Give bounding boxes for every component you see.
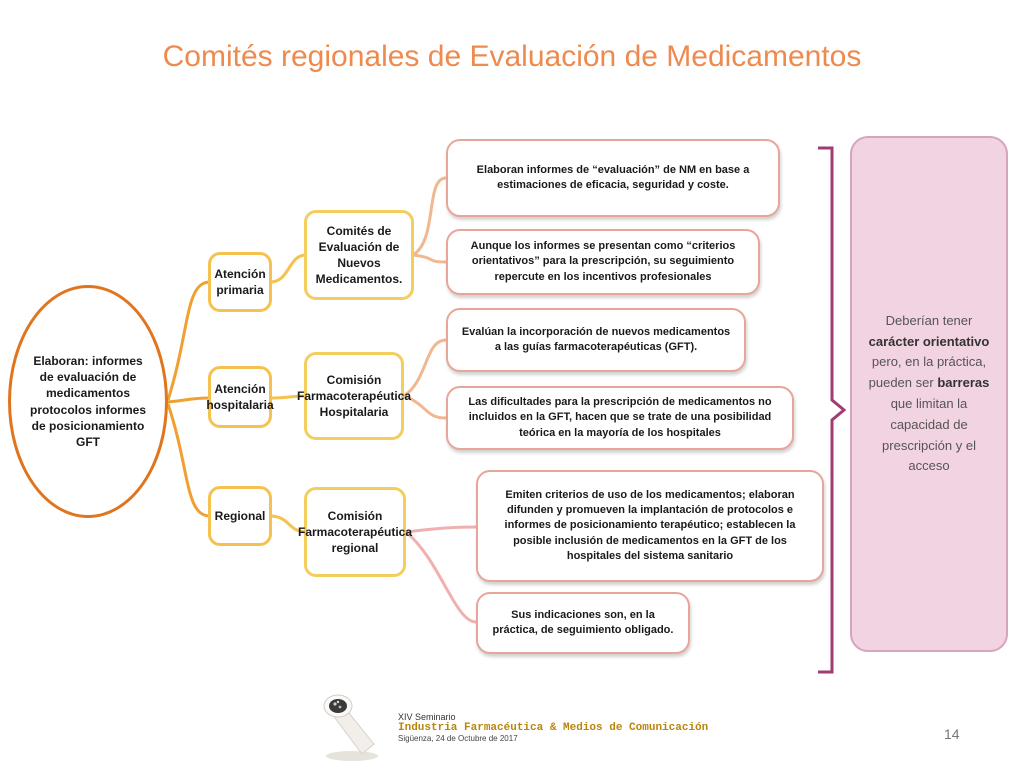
connector-b2-leaf1 [403, 338, 447, 398]
footer-line-1: XIV Seminario [398, 712, 456, 722]
connector-b1-leaf1 [412, 176, 447, 257]
note-emphasis-caracter: carácter orientativo [868, 333, 990, 349]
note-emphasis-barreras: barreras [937, 375, 990, 391]
page-number: 14 [944, 726, 960, 742]
leaf-primaria-2: Aunque los informes se presentan como “c… [446, 229, 760, 295]
footer-line-2: Industria Farmacéutica & Medios de Comun… [398, 722, 709, 734]
seminar-logo: XIV Seminario Industria Farmacéutica & M… [398, 712, 708, 743]
note-box: Deberían tener carácter orientativo pero… [850, 136, 1008, 652]
connector-root-regional [166, 403, 211, 518]
branch-atencion-hospitalaria: Atención hospitalaria [206, 366, 274, 428]
connector-b2-leaf2 [403, 394, 447, 420]
note-text-3: que limitan la capacidad de prescripción… [882, 396, 976, 474]
connector-hospitalaria-committee [269, 394, 307, 400]
note-text-2: pero, en la práctica, pueden ser [868, 354, 987, 391]
bracket [818, 146, 847, 674]
leaf-regional-1: Emiten criterios de uso de los medicamen… [476, 470, 824, 582]
branch-regional: Regional [208, 486, 272, 546]
connector-primaria-committee [269, 253, 307, 284]
connector-root-primaria [166, 280, 211, 401]
committee-farmacoterapeutica-hospitalaria: Comisión Farmacoterapéutica Hospitalaria [297, 352, 411, 440]
committee-farmacoterapeutica-regional: Comisión Farmacoterapéutica regional [298, 487, 412, 577]
footer-line-3: Sigüenza, 24 de Octubre de 2017 [398, 734, 518, 743]
connector-b1-leaf2 [412, 253, 447, 264]
root-node: Elaboran: informes de evaluación de medi… [8, 285, 168, 518]
leaf-primaria-1: Elaboran informes de “evaluación” de NM … [446, 139, 780, 217]
connector-b3-leaf2 [405, 530, 477, 624]
note-text-1: Deberían tener [885, 312, 973, 328]
leaf-regional-2: Sus indicaciones son, en la práctica, de… [476, 592, 690, 654]
slide-title: Comités regionales de Evaluación de Medi… [162, 40, 862, 73]
connector-regional-committee [269, 514, 307, 534]
branch-atencion-primaria: Atención primaria [208, 252, 272, 312]
leaf-hospitalaria-1: Evalúan la incorporación de nuevos medic… [446, 308, 746, 372]
seminar-logo-icon [318, 684, 388, 762]
connector-b3-leaf1 [405, 525, 477, 534]
committee-evaluacion-nuevos-medicamentos: Comités de Evaluación de Nuevos Medicame… [304, 210, 414, 300]
connector-root-hospitalaria [167, 396, 211, 404]
leaf-hospitalaria-2: Las dificultades para la prescripción de… [446, 386, 794, 450]
